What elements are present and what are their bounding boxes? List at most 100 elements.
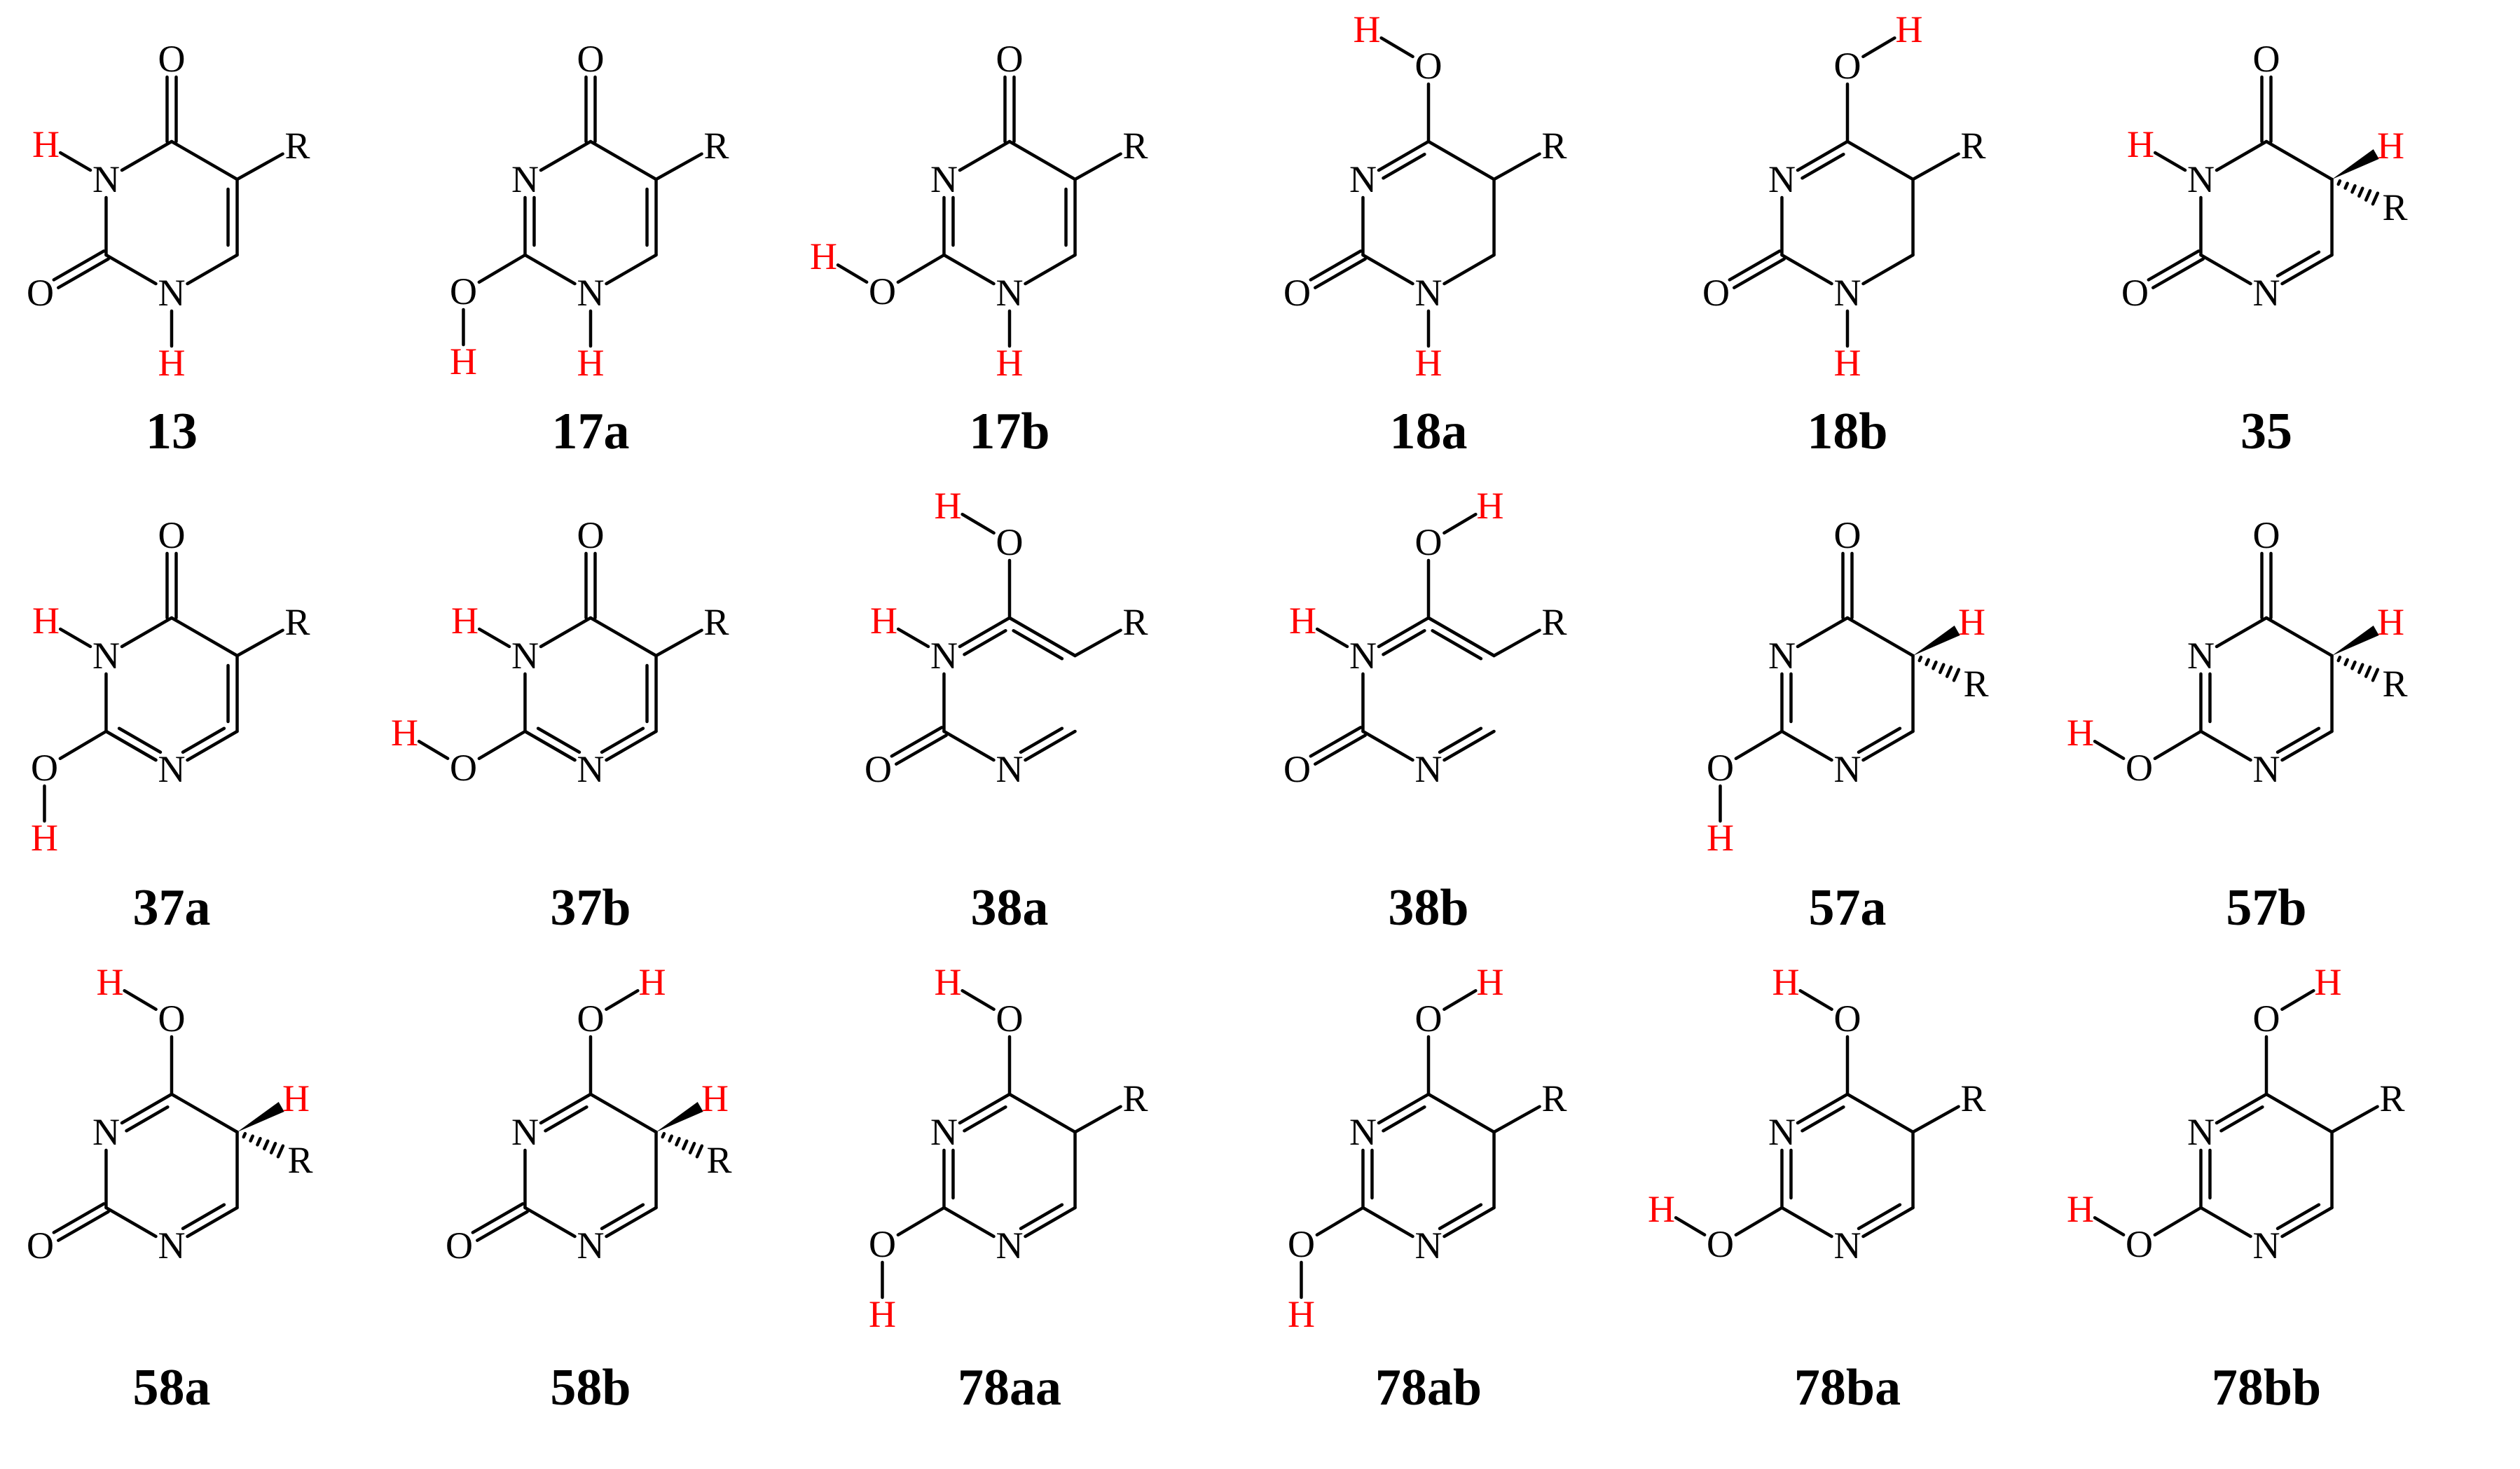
bond-n1-c2 [523,253,577,286]
bond-n3-c4 [2215,139,2268,172]
bond-n3-c4 [120,139,174,172]
atom-r: R [285,125,310,167]
caption-58b: 58b [550,1359,631,1416]
bond-c5-r [235,152,284,181]
atom-o2: O [1283,272,1311,314]
atom-o4: O [158,514,186,556]
bond-c2-o [2153,729,2203,761]
atom-h-o2: H [1707,817,1734,859]
hashed-bond-c5-r-hash-1 [2336,179,2342,186]
atom-o2: O [1288,1223,1315,1265]
atom-r: R [1964,663,1989,705]
bond-c4-c5 [1007,139,1077,181]
bond-c6-n1 [2280,1206,2334,1239]
hashed-bond-c5-r-hash-1 [242,1131,247,1139]
bond-n3-c4-second-line [125,1105,170,1133]
bond-c5-r [1911,152,1960,181]
bond-c4-c5 [1845,1092,1915,1134]
wedge-bond-c5-h [656,1101,703,1132]
hashed-bond-c5-r-hash-6 [695,1144,704,1159]
caption-78bb: 78bb [2212,1359,2321,1416]
bond-c2-o-double-line-b [52,1202,106,1234]
atom-h-n3: H [32,600,60,642]
caption-58a: 58a [133,1359,211,1416]
bond-o2-h [1674,1216,1707,1236]
atom-h5: H [282,1077,310,1119]
bond-c2-o-double-line-b [2147,249,2201,282]
bond-c2-o [477,253,527,284]
bond-c6-n1-second-line [600,726,645,754]
atom-r: R [288,1139,313,1181]
atom-o4: O [2253,998,2280,1040]
bond-n3-c4 [1796,1092,1850,1125]
bond-c2-o [2153,1206,2203,1237]
atom-n1: N [1415,1225,1443,1267]
bond-c2-o-double-line-a [2151,257,2205,289]
atom-r: R [2383,186,2408,228]
caption-18a: 18a [1390,403,1468,460]
bond-n1-c2 [1361,253,1414,286]
atom-o2: O [450,270,477,312]
hashed-bond-c5-r-hash-6 [1952,668,1961,682]
bond-c6-n1 [605,253,658,286]
bond-c4-c5 [170,1092,239,1134]
atom-n1: N [1834,1225,1861,1267]
atom-r: R [704,125,729,167]
bond-c4-c5 [588,1092,658,1134]
atom-o2: O [2126,747,2153,789]
bond-n1-c2 [1780,1206,1833,1239]
hashed-bond-c5-r-hash-3 [2350,184,2357,194]
atom-n3: N [930,158,958,200]
bond-c5-r [235,628,284,658]
bond-c2-o-double-line-b [471,1202,525,1234]
caption-78ab: 78ab [1375,1359,1482,1416]
bond-n1-c2-double-second-line [536,726,581,754]
atom-o4: O [577,998,605,1040]
atom-o4: O [2253,38,2280,80]
caption-57a: 57a [1809,879,1887,937]
bond-c6-n1 [186,253,239,286]
bond-c6-n1 [186,1206,239,1239]
atom-n1: N [577,272,605,314]
bond-c2-o [1734,729,1784,761]
atom-h-o4: H [935,961,962,1003]
atom-n1: N [996,748,1024,790]
bond-c6-n1 [2280,253,2334,286]
atom-n1: N [1415,748,1443,790]
atom-o2: O [1707,1223,1734,1265]
caption-38b: 38b [1388,879,1468,937]
bond-o4-h [1798,988,1833,1012]
bond-n1-c2-double [523,729,577,762]
bond-c2-o [58,729,108,761]
atom-n3: N [1349,158,1377,200]
wedge-bond-c5-h [2332,149,2379,179]
bond-o2-h [836,263,869,284]
atom-h-o4: H [2315,961,2342,1003]
atom-n3: N [2187,635,2215,677]
hashed-bond-c5-r-hash-4 [1939,663,1946,675]
atom-o4: O [996,998,1024,1040]
caption-17a: 17a [552,403,630,460]
bond-c4-c5 [2264,616,2334,658]
caption-13: 13 [146,403,198,460]
atom-o2: O [2126,1223,2153,1265]
atom-h-n1: H [1834,342,1861,384]
atom-h5: H [2377,125,2404,167]
atom-r: R [707,1139,732,1181]
bond-n1-c2 [104,1206,158,1239]
bond-c2-o-double-line-a [57,1210,110,1242]
atom-r: R [1542,601,1567,643]
bond-c2-o-double-line-a [1314,733,1367,766]
atom-h-o4: H [1896,8,1923,50]
bond-c6-n1 [186,729,239,762]
atom-h-n3: H [451,600,478,642]
atom-h-o4: H [1477,961,1504,1003]
bond-n3-h [896,627,930,649]
bond-n3-c4 [958,616,1012,649]
bond-c6-n1 [1861,253,1915,286]
caption-78ba: 78ba [1794,1359,1901,1416]
